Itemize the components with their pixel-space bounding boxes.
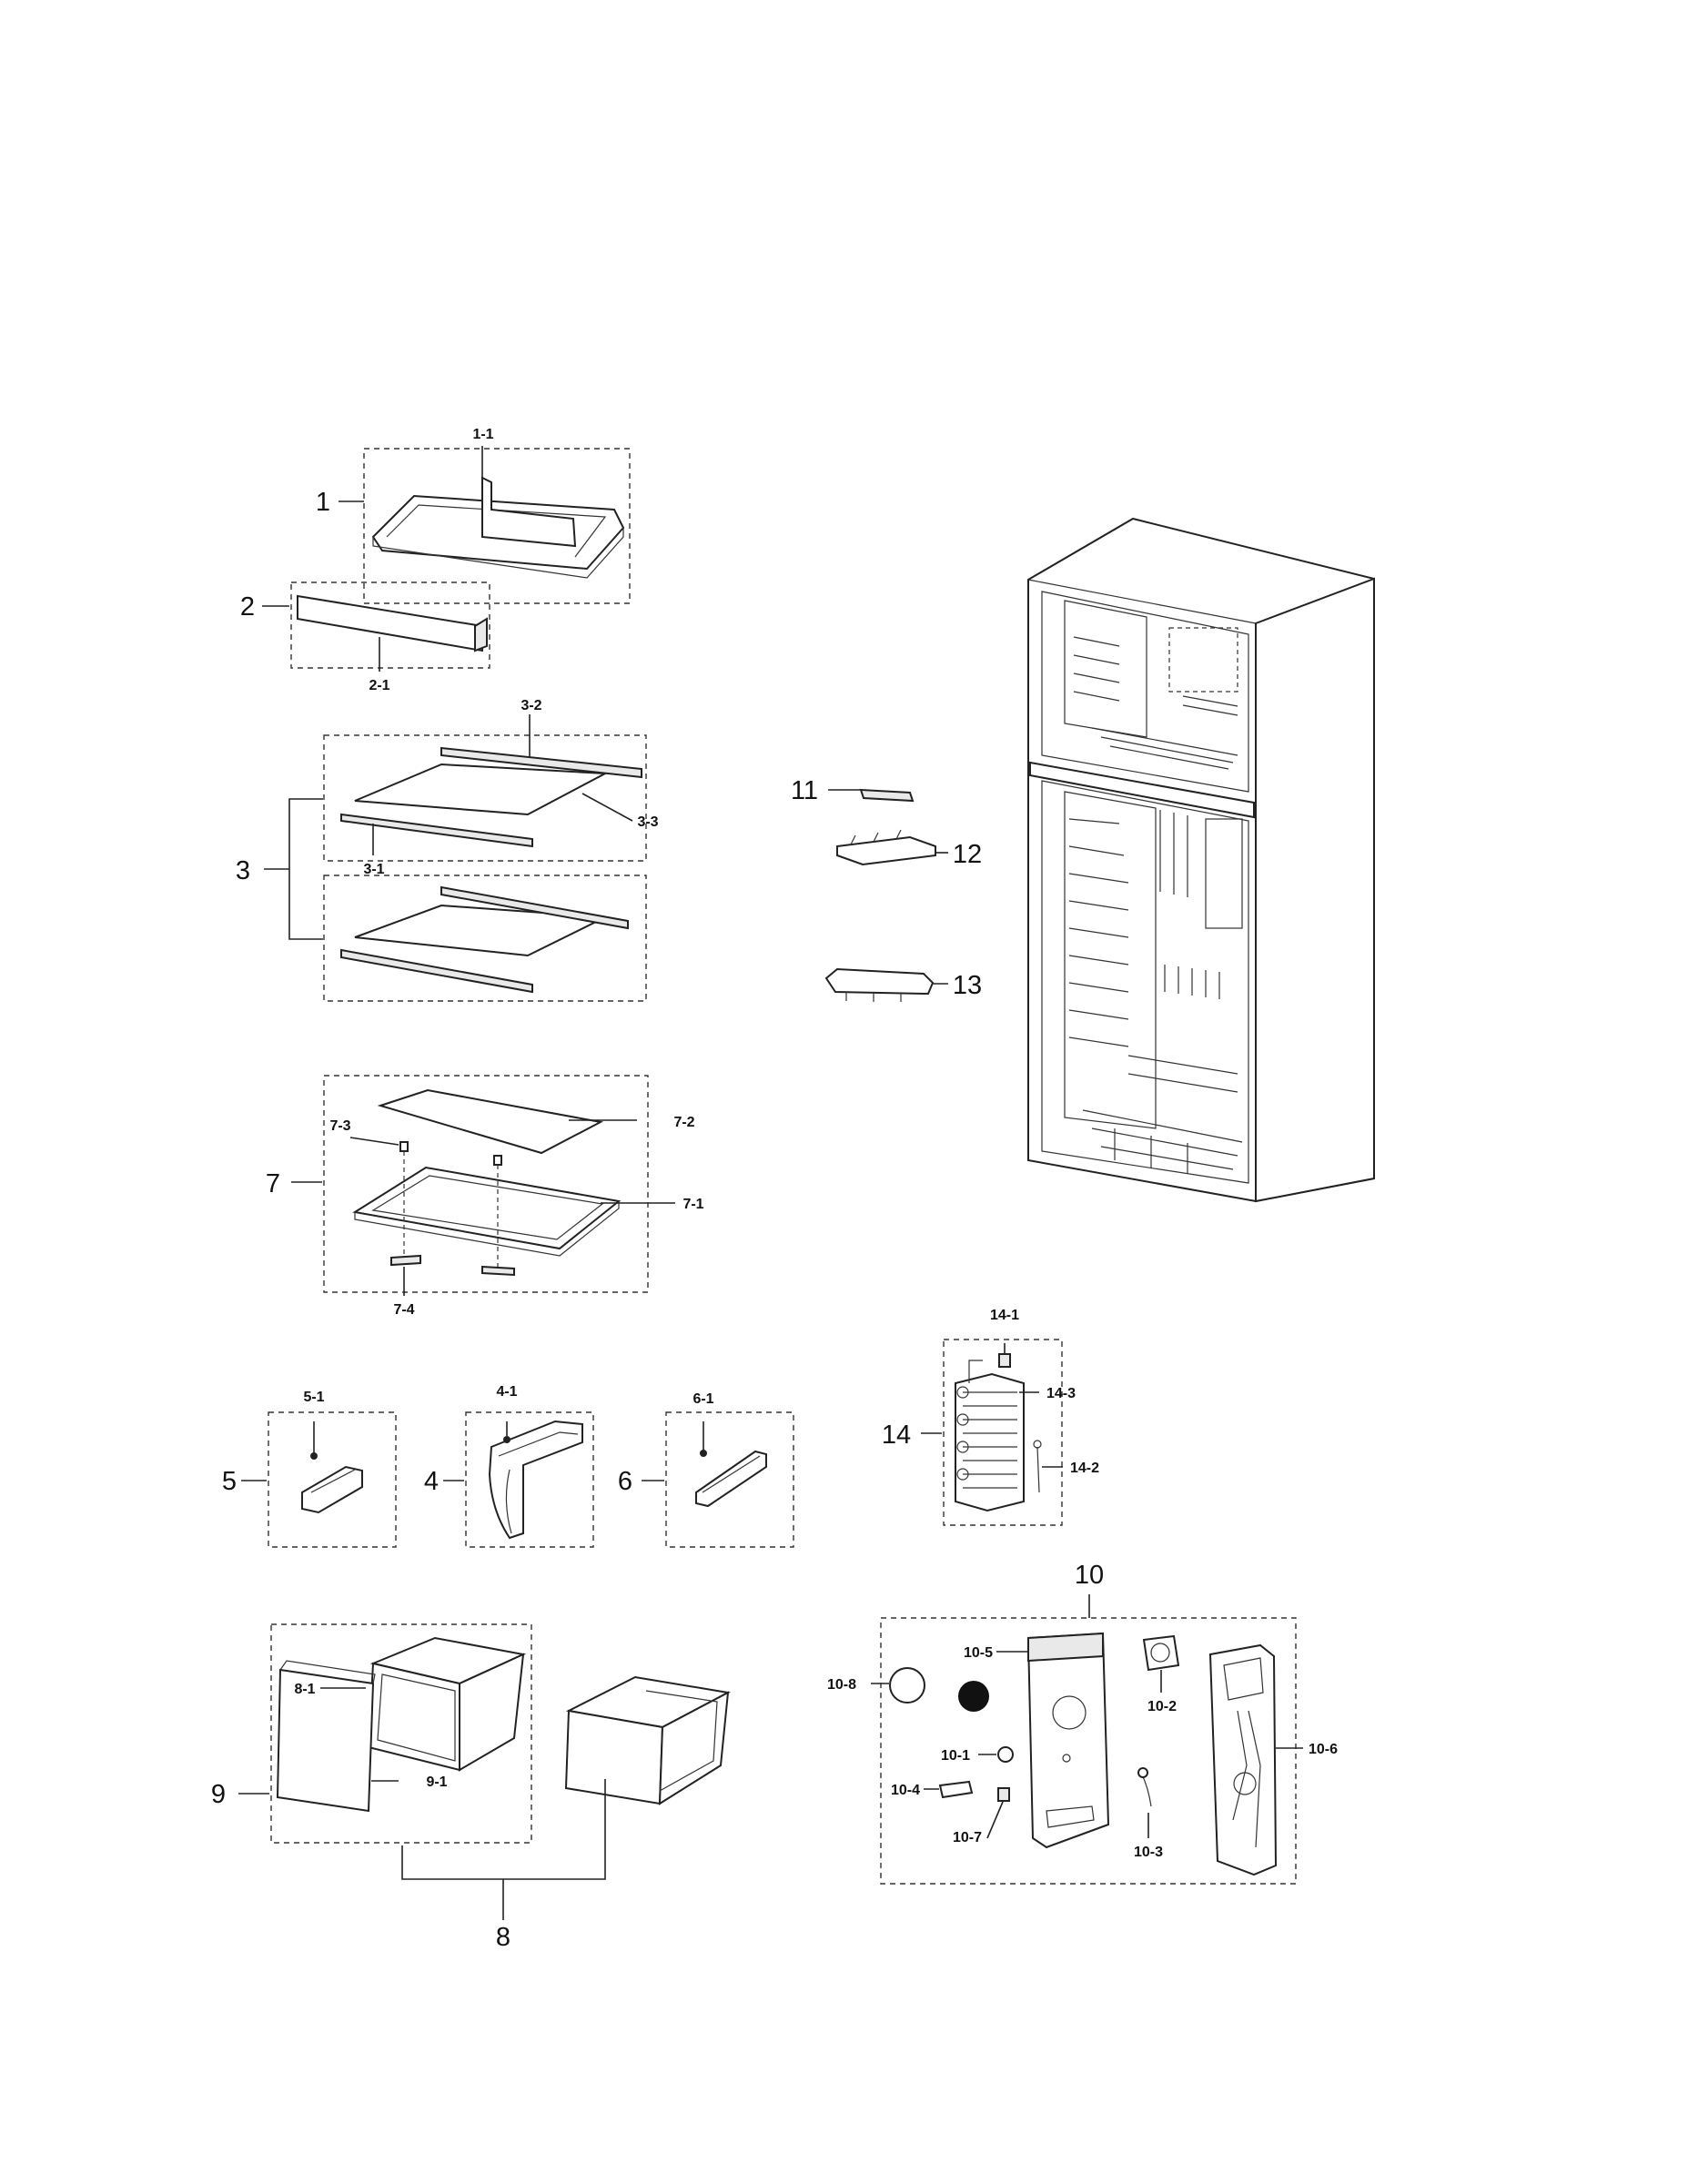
freezer-compartment (1041, 591, 1249, 793)
label-9: 9 (211, 1780, 226, 1809)
shelf-rail-rear (440, 746, 642, 779)
label-14: 14 (882, 1421, 911, 1450)
label-7-2: 7-2 (673, 1115, 694, 1130)
part-10-3-harness (1141, 1774, 1152, 1807)
label-14-3: 14-3 (1046, 1386, 1076, 1401)
label-1: 1 (316, 488, 330, 517)
part-2-box (290, 581, 490, 669)
label-13: 13 (953, 971, 982, 1000)
part-1-tray-group: 1-1 1 (316, 427, 631, 604)
part-3-lower-box (323, 875, 647, 1002)
label-10-2: 10-2 (1147, 1699, 1177, 1714)
label-10-1: 10-1 (941, 1748, 970, 1764)
part-6-box (665, 1411, 794, 1548)
part-7-cover-group: 7-3 7-2 7-1 7-4 7 (266, 1075, 704, 1318)
label-9-1: 9-1 (426, 1774, 447, 1790)
part-14-evaporator-group: 14-1 14-3 14-2 14 (882, 1308, 1099, 1526)
label-7: 7 (266, 1169, 280, 1198)
refrigerator-cabinet (1027, 517, 1375, 1203)
label-8: 8 (496, 1923, 510, 1952)
part-10-6-rear-duct (1208, 1643, 1278, 1876)
label-3-3: 3-3 (637, 814, 658, 830)
label-10-5: 10-5 (964, 1645, 993, 1661)
label-7-1: 7-1 (682, 1197, 703, 1212)
fresh-food-compartment (1041, 780, 1249, 1184)
label-7-3: 7-3 (329, 1118, 350, 1134)
part-2-cover-group: 2-1 2 (240, 581, 490, 693)
label-10-7: 10-7 (953, 1830, 982, 1845)
label-10-8: 10-8 (827, 1677, 856, 1693)
label-3: 3 (236, 856, 250, 885)
label-2: 2 (240, 592, 255, 622)
cover-frame (352, 1166, 622, 1250)
part-1-box (363, 448, 631, 604)
label-3-1: 3-1 (363, 862, 384, 877)
label-12: 12 (953, 840, 982, 869)
part-12 (836, 835, 936, 866)
label-6: 6 (618, 1467, 632, 1496)
cabinet-side-panel (1255, 577, 1375, 1203)
part-10-7-sensor (997, 1787, 1010, 1802)
label-6-1: 6-1 (692, 1391, 713, 1407)
shelf-rail-front (340, 813, 533, 848)
glass-panel (377, 1088, 604, 1155)
part-9-box (270, 1623, 532, 1844)
label-1-1: 1-1 (472, 427, 493, 442)
glass-shelf-upper (354, 763, 609, 816)
label-7-4: 7-4 (393, 1302, 414, 1318)
part-3-upper-box (323, 734, 647, 862)
label-14-1: 14-1 (990, 1308, 1019, 1323)
label-5: 5 (222, 1467, 237, 1496)
label-5-1: 5-1 (303, 1390, 324, 1405)
part-6-group: 6-1 6 (618, 1391, 794, 1548)
part-7-box (323, 1075, 649, 1293)
label-4: 4 (424, 1467, 439, 1496)
fan-grille-disc (958, 1681, 989, 1712)
part-10-1-ring (997, 1746, 1014, 1763)
part-14-box (943, 1339, 1063, 1526)
label-4-1: 4-1 (496, 1384, 517, 1400)
label-10-4: 10-4 (891, 1783, 920, 1798)
part-5-box (268, 1411, 397, 1548)
label-8-1: 8-1 (294, 1682, 315, 1697)
part-10-8-cap (889, 1667, 925, 1704)
parts-11-13-group: 11 12 13 (791, 776, 982, 1002)
part-6-bracket (695, 1450, 767, 1508)
part-4-box (465, 1411, 594, 1548)
label-14-2: 14-2 (1070, 1461, 1099, 1476)
part-13 (824, 967, 935, 996)
cover-panel (297, 594, 483, 652)
cabinet-divider (1029, 761, 1255, 819)
evaporator-coil (955, 1372, 1025, 1512)
tray-divider (481, 476, 577, 548)
part-8-9-drawer-group: 8-1 9-1 9 8 (211, 1623, 732, 1952)
label-10-3: 10-3 (1134, 1845, 1163, 1860)
part-10-4-clip (938, 1780, 974, 1799)
drawer-front-9-1 (276, 1668, 375, 1813)
label-10: 10 (1075, 1561, 1104, 1590)
part-4-group: 4-1 4 (424, 1384, 594, 1548)
part-10-5-duct-panel (1026, 1632, 1110, 1849)
part-10-duct-group: 10 10-8 10-1 10-4 10-7 10-5 10-2 (827, 1561, 1338, 1885)
label-11: 11 (791, 776, 818, 805)
label-3-2: 3-2 (521, 698, 541, 713)
label-10-6: 10-6 (1309, 1742, 1338, 1757)
part-10-2-fan-motor (1142, 1634, 1180, 1672)
cover-clip-left (390, 1254, 421, 1267)
part-3-shelf-group: 3-2 3-3 3-1 3 (236, 698, 659, 1002)
label-2-1: 2-1 (369, 678, 389, 693)
part-11 (859, 788, 915, 803)
cover-clip-right (481, 1265, 515, 1277)
part-5-bracket (301, 1465, 363, 1514)
part-14-1-fuse (998, 1353, 1011, 1368)
part-5-group: 5-1 5 (222, 1390, 397, 1548)
